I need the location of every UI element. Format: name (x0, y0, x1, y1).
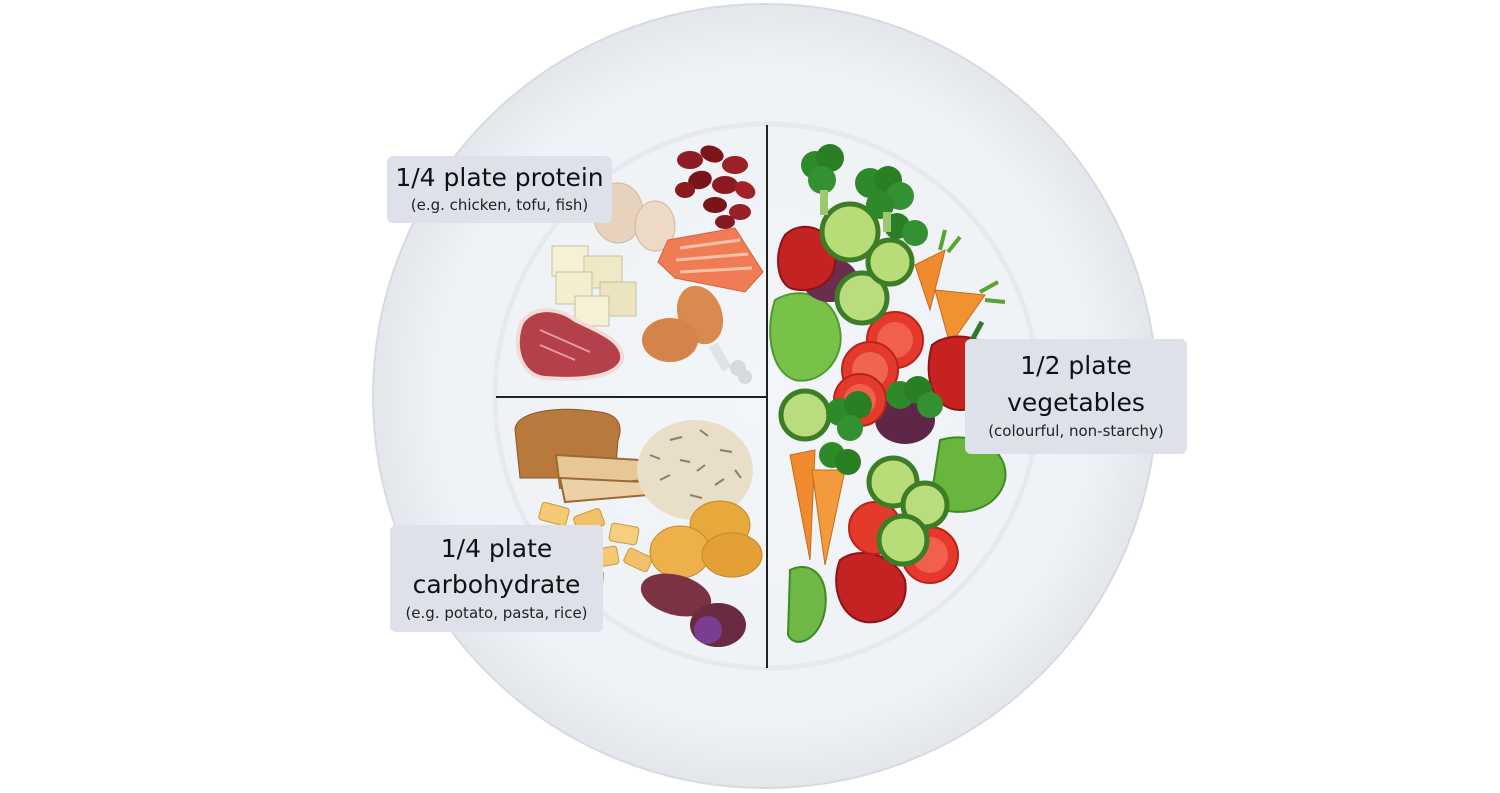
kidney-beans-icon (675, 145, 756, 229)
tofu-icon (551, 245, 637, 327)
carbohydrate-foods (514, 408, 763, 647)
carrot-icon (789, 229, 1006, 566)
vegetables-title-line1: 1/2 plate (1020, 351, 1132, 380)
steak-icon (515, 308, 625, 381)
vegetables-title-line2: vegetables (1007, 388, 1145, 417)
vegetables-label: 1/2 plate vegetables (colourful, non-sta… (965, 339, 1187, 454)
bread-icon (514, 408, 650, 504)
vegetables-title: 1/2 plate vegetables (965, 339, 1187, 421)
carbohydrate-subtitle: (e.g. potato, pasta, rice) (405, 604, 588, 622)
broccoli-icon (801, 144, 943, 475)
chicken-drumstick-icon (642, 285, 752, 384)
potato-icon (649, 500, 763, 579)
protein-label: 1/4 plate protein (e.g. chicken, tofu, f… (387, 156, 612, 223)
rice-icon (637, 420, 753, 520)
salmon-icon (657, 227, 764, 293)
carbohydrate-title-line1: 1/4 plate (440, 534, 553, 563)
vegetables-subtitle: (colourful, non-starchy) (988, 422, 1164, 440)
protein-subtitle: (e.g. chicken, tofu, fish) (410, 196, 589, 214)
protein-foods (515, 145, 764, 384)
carbohydrate-title-line2: carbohydrate (412, 570, 581, 599)
carbohydrate-title: 1/4 plate carbohydrate (390, 525, 603, 603)
sweet-potato-icon (640, 573, 746, 647)
carbohydrate-label: 1/4 plate carbohydrate (e.g. potato, pas… (390, 525, 603, 632)
protein-title: 1/4 plate protein (395, 163, 604, 192)
